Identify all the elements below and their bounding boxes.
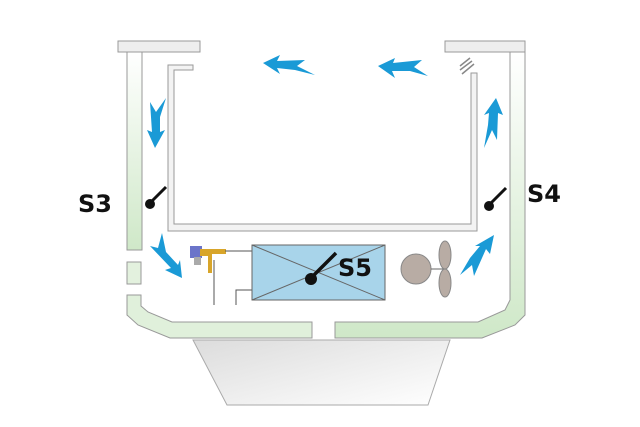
top-left-cap [117, 40, 201, 53]
arrow-diag-up [460, 235, 494, 276]
bottom-left-duct [126, 294, 313, 339]
label-s5: S5 [338, 254, 372, 282]
vent-grille-icon [459, 57, 475, 75]
arrow-left-top-1 [263, 55, 315, 75]
top-right-cap [444, 40, 526, 53]
right-wall-duct [334, 51, 526, 339]
airflow-arrows [147, 55, 503, 278]
solenoid-valve-icon [190, 246, 252, 305]
sensor-s5 [305, 251, 338, 285]
sensor-s3 [145, 185, 168, 209]
arrow-left-top-2 [378, 58, 428, 78]
left-vent-slot [126, 261, 142, 285]
left-wall [126, 51, 143, 251]
inner-compartment [167, 64, 478, 232]
fan-icon [400, 240, 452, 298]
arrow-down-left [147, 98, 166, 148]
arrow-up-right [484, 98, 503, 148]
label-s3: S3 [78, 190, 112, 218]
label-s4: S4 [527, 180, 561, 208]
sensor-s4 [484, 186, 508, 211]
arrow-diag-down [150, 233, 182, 278]
base-tray [192, 339, 451, 406]
